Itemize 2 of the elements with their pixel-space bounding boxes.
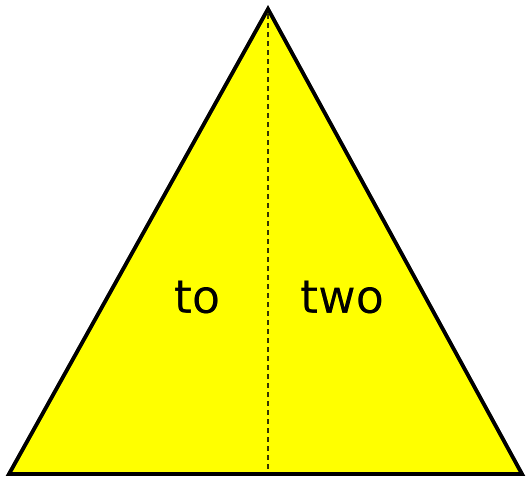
text-label: two (301, 280, 382, 314)
text-label: to (175, 280, 218, 314)
